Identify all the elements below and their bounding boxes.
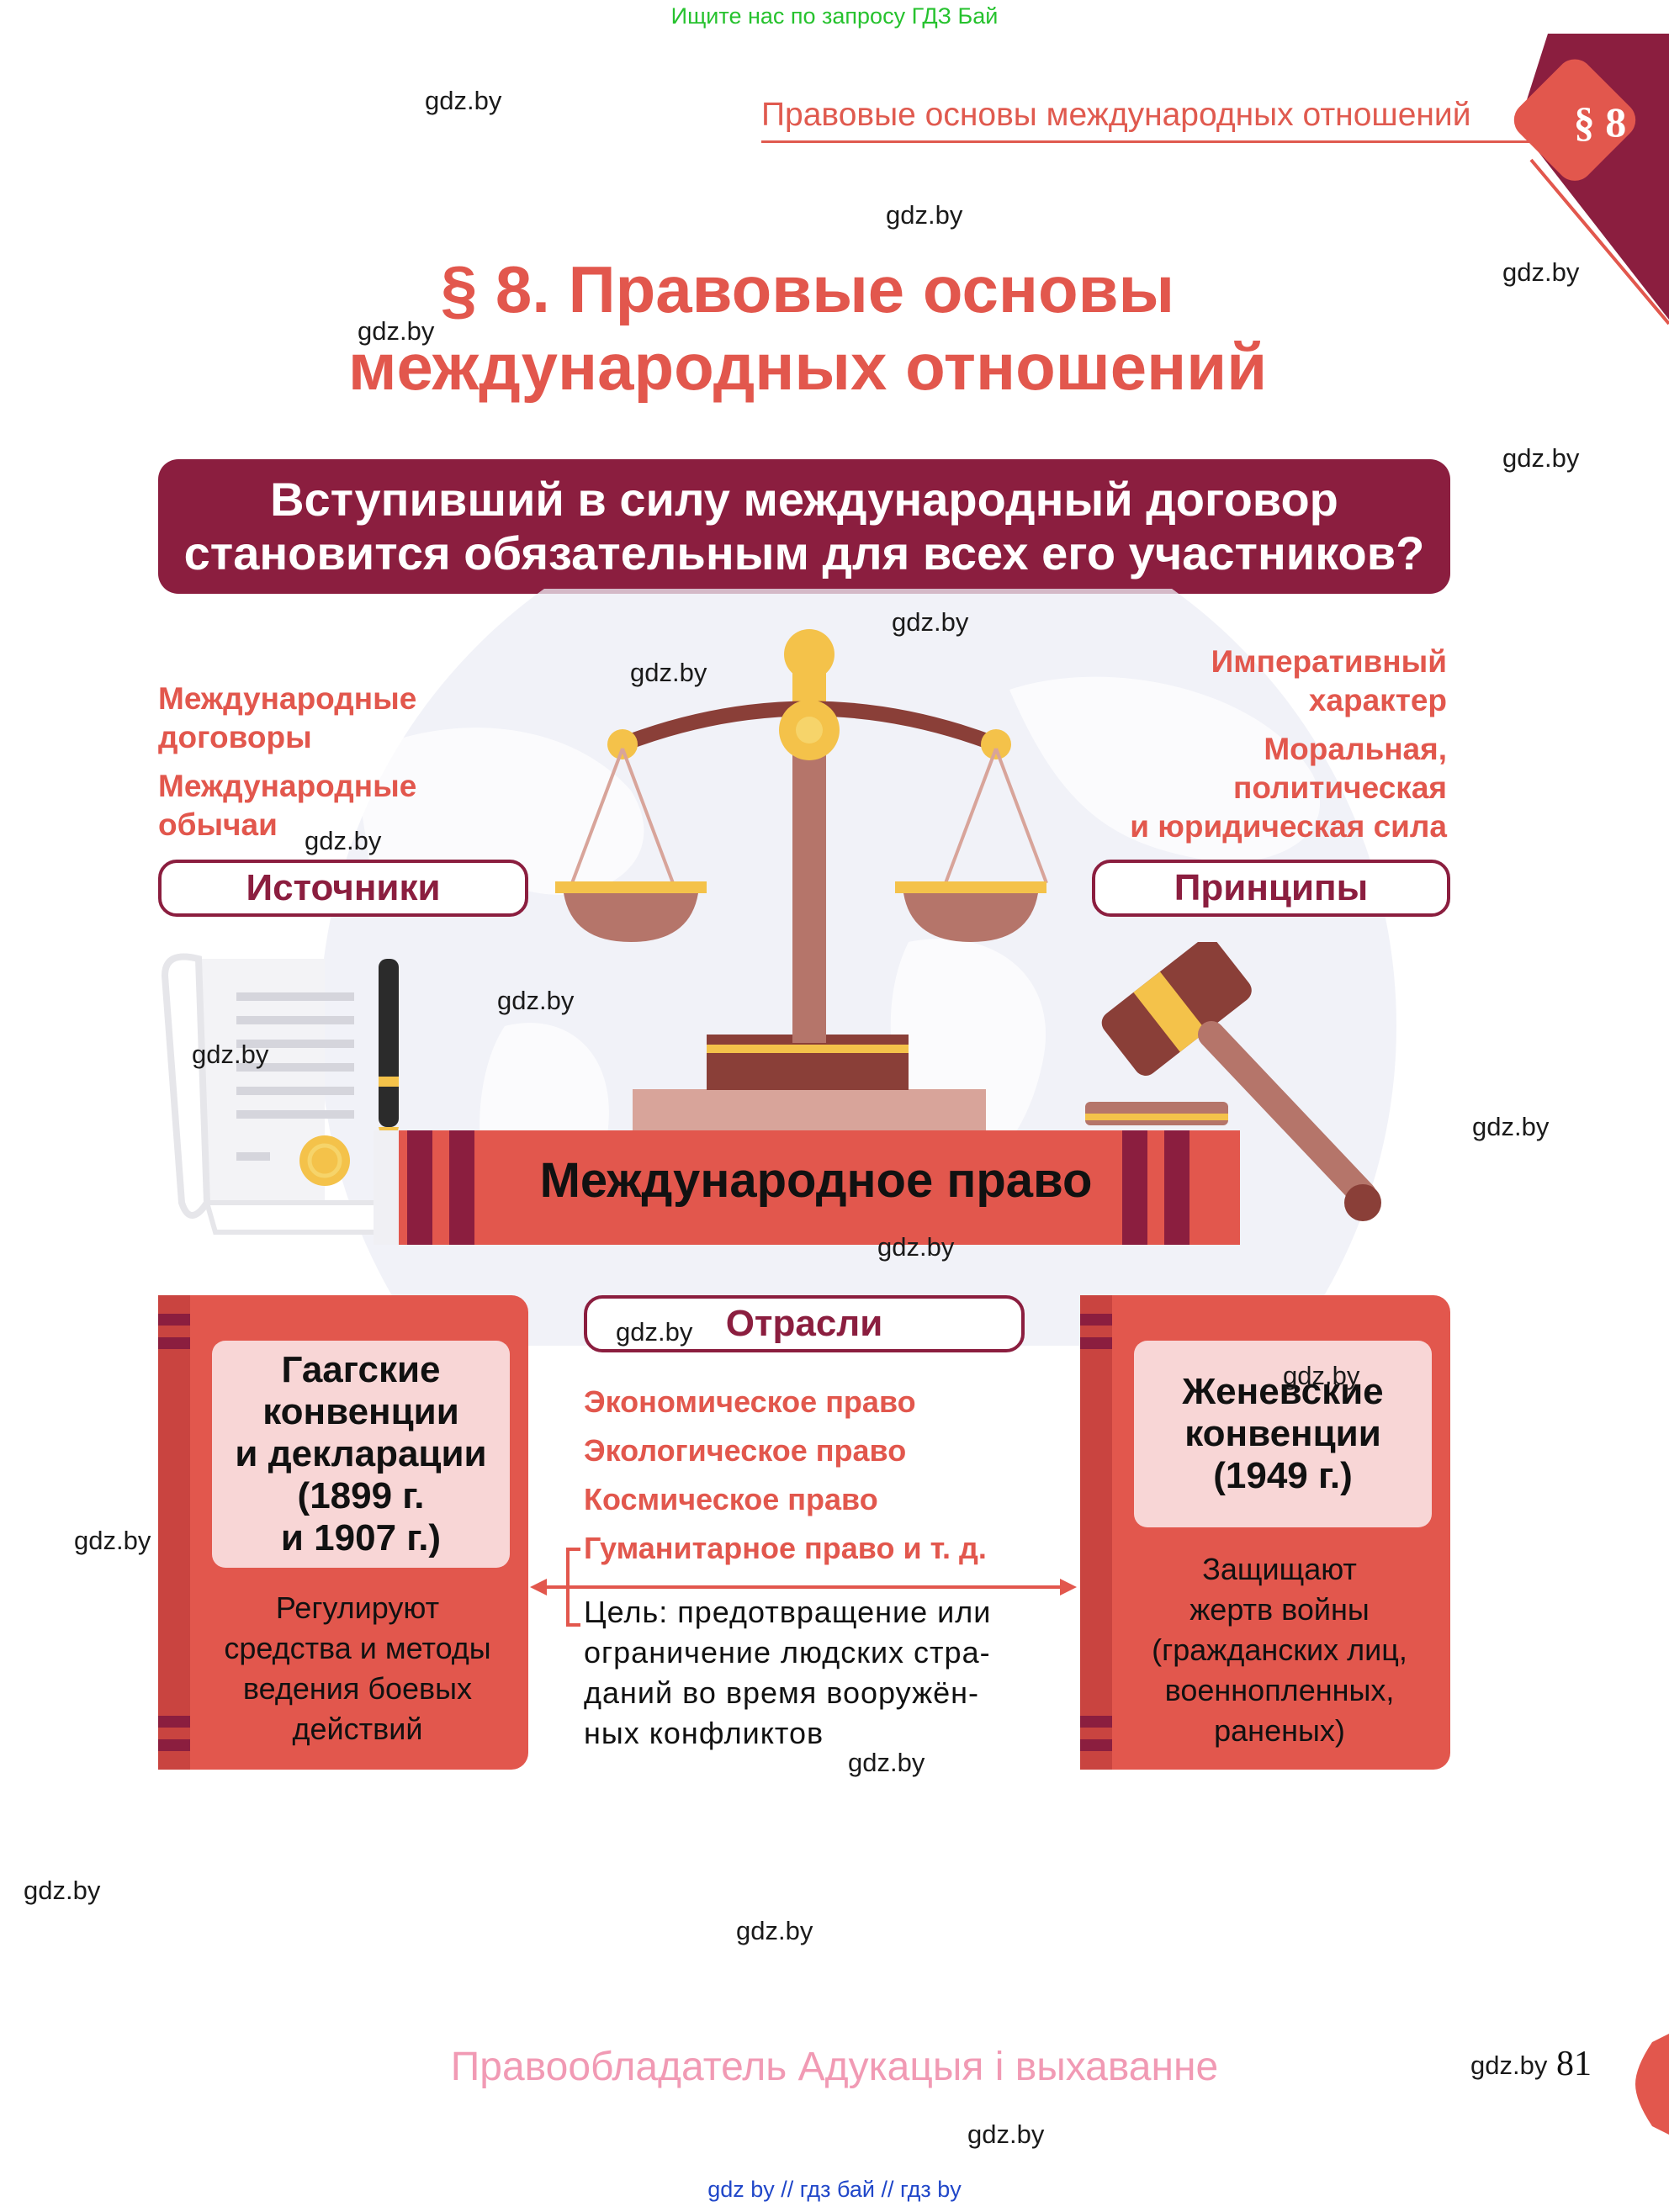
watermark: gdz.by <box>1472 1112 1550 1141</box>
watermark: gdz.by <box>425 86 502 115</box>
hague-panel: Гаагские конвенции и декларации (1899 г.… <box>158 1295 528 1770</box>
watermark: gdz.by <box>1283 1361 1360 1390</box>
top-search-hint: Ищите нас по запросу ГДЗ Бай <box>670 3 999 29</box>
branch-item: Гуманитарное право и т. д. <box>584 1531 987 1565</box>
page-corner-tab <box>1635 2034 1669 2135</box>
principle-imperative: Императивный характер <box>1211 644 1447 717</box>
geneva-title: Женевские конвенции (1949 г.) <box>1134 1341 1432 1527</box>
book-icon <box>374 1130 1240 1245</box>
page-title-line2: международных отношений <box>347 330 1268 404</box>
watermark: gdz.by <box>616 1317 693 1347</box>
footer-links[interactable]: gdz by // гдз бай // гдз by <box>707 2177 962 2202</box>
copyright-owner: Правообладатель Адукацыя і выхаванне <box>450 2045 1219 2089</box>
section-badge: § 8 <box>1573 98 1627 146</box>
geneva-description: Защищают жертв войны (гражданских лиц, в… <box>1152 1552 1407 1748</box>
hague-description: Регулируют средства и методы ведения бое… <box>224 1590 491 1746</box>
watermark: gdz.by <box>305 826 382 855</box>
watermark: gdz.by <box>848 1748 925 1777</box>
watermark: gdz.by <box>1470 2051 1548 2080</box>
watermark: gdz.by <box>497 986 575 1015</box>
page-title-line1: § 8. Правовые основы <box>440 252 1175 326</box>
watermark: gdz.by <box>74 1526 151 1555</box>
sources-label: Источники <box>158 860 528 917</box>
question-line2: становится обязательным для всех его уча… <box>183 527 1425 579</box>
watermark: gdz.by <box>892 607 969 637</box>
watermark: gdz.by <box>192 1040 269 1069</box>
page-title: § 8. Правовые основы международных отнош… <box>0 251 1615 405</box>
source-item-customs: Международные обычаи <box>158 769 417 842</box>
watermark: gdz.by <box>1502 257 1580 287</box>
running-title: Правовые основы международных отношений <box>761 97 1471 133</box>
branch-connector-arrows <box>530 1548 1077 1627</box>
hague-title: Гаагские конвенции и декларации (1899 г.… <box>212 1341 510 1568</box>
watermark: gdz.by <box>358 316 435 346</box>
watermark: gdz.by <box>630 658 707 687</box>
scroll-document-icon <box>161 953 414 1235</box>
scales-of-justice-icon <box>555 629 1048 1131</box>
principle-force: Моральная, политическая и юридическая си… <box>1130 732 1447 844</box>
geneva-panel: Женевские конвенции (1949 г.) Защищают ж… <box>1080 1295 1450 1770</box>
branch-item: Космическое право <box>584 1482 878 1516</box>
book-label: Международное право <box>539 1153 1093 1208</box>
gavel-icon <box>1085 942 1381 1221</box>
branches-label: Отрасли <box>584 1295 1025 1352</box>
watermark: gdz.by <box>1502 443 1580 473</box>
watermark: gdz.by <box>24 1876 101 1905</box>
geneva-spine <box>1080 1295 1112 1770</box>
question-banner: Вступивший в силу международный договор … <box>158 459 1450 594</box>
page-number: 81 <box>1556 2045 1592 2083</box>
hague-spine <box>158 1295 190 1770</box>
section-badge-graphic <box>1513 34 1669 325</box>
branch-item: Экономическое право <box>584 1384 916 1419</box>
watermark: gdz.by <box>736 1916 813 1945</box>
principles-label: Принципы <box>1092 860 1450 917</box>
branches-goal: Цель: предотвращение или ограничение люд… <box>584 1595 992 1750</box>
branch-item: Экологическое право <box>584 1433 907 1468</box>
header-rule <box>761 140 1569 143</box>
watermark: gdz.by <box>877 1232 955 1262</box>
watermark: gdz.by <box>967 2119 1045 2149</box>
question-line1: Вступивший в силу международный договор <box>270 473 1338 526</box>
watermark: gdz.by <box>886 200 963 230</box>
source-item-treaties: Международные договоры <box>158 681 417 754</box>
